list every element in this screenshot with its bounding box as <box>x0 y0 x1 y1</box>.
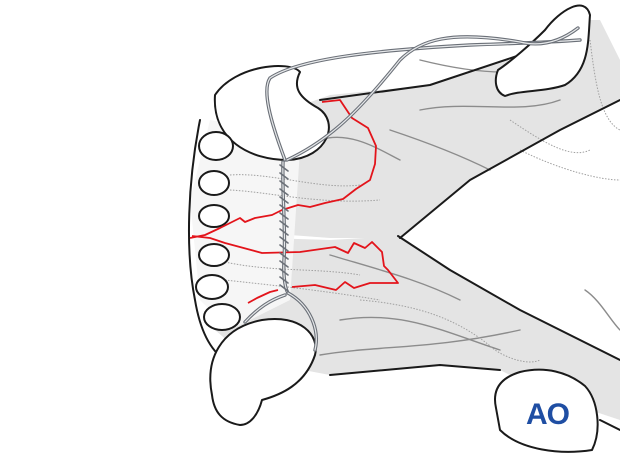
canines <box>209 65 330 426</box>
bone-dotted-line <box>359 299 541 363</box>
wire-twist-segment <box>279 284 289 292</box>
incisor-teeth <box>195 131 241 331</box>
fracture-line <box>247 289 279 304</box>
fracture-line <box>191 235 399 291</box>
bone-contour-line <box>329 254 461 301</box>
symphysis-left-outline <box>187 119 226 361</box>
incisor-tooth <box>198 243 230 267</box>
wire-twist-segment <box>279 180 289 188</box>
bone-contour-line <box>339 316 501 351</box>
fracture-line <box>189 99 377 239</box>
upper-inner-border-outline <box>399 99 620 239</box>
lower-canine-tooth <box>209 317 317 426</box>
upper-right-condyle <box>494 4 591 97</box>
wire-twist-segment <box>279 228 289 236</box>
wire-twist-segment <box>279 220 289 228</box>
wire-twist-segment <box>279 244 289 252</box>
incisor-tooth <box>203 303 241 331</box>
incisor-tooth <box>198 131 234 161</box>
lower-border-outline <box>329 364 501 376</box>
wire-twist-segment <box>279 260 289 268</box>
bone-outlines <box>187 54 620 431</box>
condyles <box>494 4 599 453</box>
bone-contour-line <box>319 329 521 356</box>
fixation-wire <box>286 27 579 161</box>
wire-twist-segment <box>279 172 289 180</box>
wire-twist-segment <box>279 268 289 276</box>
bone-dotted-line <box>509 119 591 154</box>
upper-canine-tooth <box>213 65 330 161</box>
bone-contour-line <box>389 129 491 171</box>
wire-twist-segment <box>279 204 289 212</box>
bone-dotted-line <box>229 189 381 202</box>
lower-right-edge-outline <box>599 419 620 431</box>
upper-border-outline <box>319 54 521 101</box>
fracture-lines <box>189 99 399 304</box>
fixation-wires <box>243 26 582 352</box>
bone-dotted-line <box>224 261 361 276</box>
wire-twist-segment <box>279 252 289 260</box>
bone-dotted-line <box>224 279 381 301</box>
fixation-wire <box>244 294 286 323</box>
bone-contour-line <box>319 136 401 161</box>
wire-twist-segment <box>279 276 289 284</box>
wire-twist-segment <box>279 236 289 244</box>
lower-inner-border-outline <box>397 235 620 361</box>
wire-twist-segment <box>279 188 289 196</box>
dotted-lines <box>224 39 620 363</box>
incisor-tooth <box>198 204 230 228</box>
bone-contour-line <box>419 99 561 111</box>
wire-twist-segment <box>279 212 289 220</box>
incisor-tooth <box>198 170 230 196</box>
incisor-tooth <box>195 274 229 300</box>
bone-contour-line <box>584 289 620 331</box>
wire-twist-segment <box>279 196 289 204</box>
ao-logo: AO <box>526 398 570 431</box>
bone-dotted-line <box>519 149 620 181</box>
wire-twist-segment <box>279 164 289 172</box>
lower-right-condyle <box>494 368 599 453</box>
fixation-wire <box>287 292 317 351</box>
bone-dotted-line <box>589 39 620 131</box>
